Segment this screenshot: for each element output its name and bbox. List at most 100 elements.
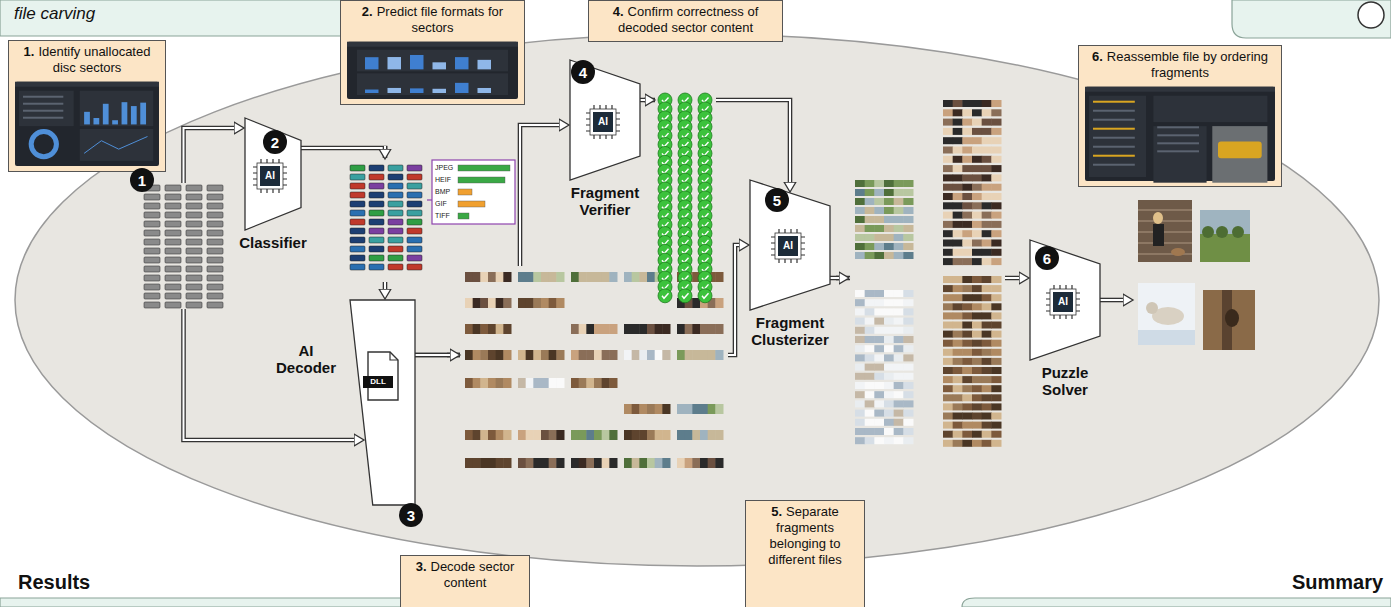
fragment-pixel (991, 422, 1001, 429)
fragment-pixel (991, 303, 1001, 310)
classified-sector (350, 201, 365, 207)
fragment-pixel (982, 431, 992, 438)
fragment-pixel (624, 350, 632, 360)
fragment-pixel (874, 327, 884, 334)
fragment-pixel (894, 391, 904, 398)
format-label: GIF (435, 199, 447, 209)
fragment-pixel (586, 458, 594, 468)
fragment-pixel (874, 189, 884, 196)
verified-checks (658, 93, 712, 303)
fragment-pixel (962, 285, 972, 292)
disc-sector (186, 257, 202, 263)
fragment-pixel (655, 458, 663, 468)
fragment-pixel (865, 391, 875, 398)
fragment-pixel (609, 458, 617, 468)
fragment-pixel (943, 331, 953, 338)
format-bar (458, 189, 472, 195)
flow-arrow (301, 148, 385, 290)
fragment-pixel (953, 322, 963, 329)
fragment-pixel (991, 137, 1001, 144)
screenshot-bar (93, 118, 99, 124)
screenshot-bar (388, 57, 402, 69)
fragment-pixel (586, 272, 594, 282)
fragment-pixel (865, 318, 875, 325)
fragment-pixel (855, 234, 865, 241)
decoded-fragments (465, 272, 724, 468)
fragment-pixel (991, 202, 1001, 209)
fragment-pixel (647, 272, 655, 282)
fragment-pixel (855, 216, 865, 223)
screenshot-line (1157, 134, 1199, 136)
fragment-pixel (991, 294, 1001, 301)
fragment-pixel (503, 324, 511, 334)
fragment-pixel (609, 350, 617, 360)
fragment-pixel (962, 394, 972, 401)
fragment-pixel (972, 358, 982, 365)
fragment-pixel (903, 336, 913, 343)
fragment-pixel (480, 378, 488, 388)
fragment-pixel (855, 354, 865, 361)
fragment-pixel (953, 367, 963, 374)
fragment-pixel (865, 373, 875, 380)
fragment-pixel (972, 385, 982, 392)
disc-sector (207, 221, 223, 227)
fragment-pixel (982, 322, 992, 329)
fragment-pixel (473, 378, 481, 388)
fragment-pixel (865, 327, 875, 334)
fragment-pixel (465, 458, 473, 468)
screenshot-panel (80, 91, 153, 126)
callout-text-block: 3.Decode sector content (401, 556, 529, 594)
fragment-pixel (594, 350, 602, 360)
fragment-pixel (692, 324, 700, 334)
classified-sector (369, 210, 384, 216)
fragment-pixel (982, 294, 992, 301)
fragment-pixel (991, 276, 1001, 283)
fragment-pixel (953, 165, 963, 172)
photo-detail (1146, 302, 1158, 314)
fragment-pixel (962, 322, 972, 329)
chip-label: AI (783, 241, 793, 251)
classified-sector (407, 255, 422, 261)
classified-sector (388, 183, 403, 189)
disc-sector (165, 284, 181, 290)
photo-detail (1138, 242, 1192, 244)
disc-sector (186, 194, 202, 200)
fragment-pixel (972, 349, 982, 356)
step-number: 6. (1092, 49, 1103, 64)
chip-pins (1046, 285, 1080, 319)
fragment-pixel (991, 358, 1001, 365)
backing (460, 266, 728, 476)
fragment-pixel (655, 404, 663, 414)
screenshot-panel (357, 73, 508, 95)
fragment-pixel (982, 212, 992, 219)
disc-sector (165, 203, 181, 209)
fragment-pixel (953, 285, 963, 292)
step-number: 3. (416, 559, 427, 574)
fragment-pixel (874, 364, 884, 371)
fragment-pixel (465, 298, 473, 308)
fragment-pixel (982, 240, 992, 247)
fragment-pixel (586, 350, 594, 360)
fragment-pixel (874, 345, 884, 352)
fragment-pixel (962, 367, 972, 374)
clustered-fragments (855, 100, 1002, 447)
fragment-pixel (465, 272, 473, 282)
fragment-pixel (571, 378, 579, 388)
fragment-pixel (953, 128, 963, 135)
fragment-pixel (865, 336, 875, 343)
fragment-pixel (571, 458, 579, 468)
fragment-pixel (953, 202, 963, 209)
classified-sector (350, 228, 365, 234)
classified-sector (369, 174, 384, 180)
screenshot-bar (365, 90, 379, 93)
fragment-pixel (943, 285, 953, 292)
fragment-pixel (903, 410, 913, 417)
fragment-pixel (953, 174, 963, 181)
callout-number-badge: 1 (130, 168, 154, 192)
fragment-pixel (972, 137, 982, 144)
recovered-images (1138, 200, 1255, 350)
fragment-pixel (865, 437, 875, 444)
fragment-pixel (473, 458, 481, 468)
screenshot-line (23, 117, 63, 119)
photo-detail (1138, 330, 1195, 345)
